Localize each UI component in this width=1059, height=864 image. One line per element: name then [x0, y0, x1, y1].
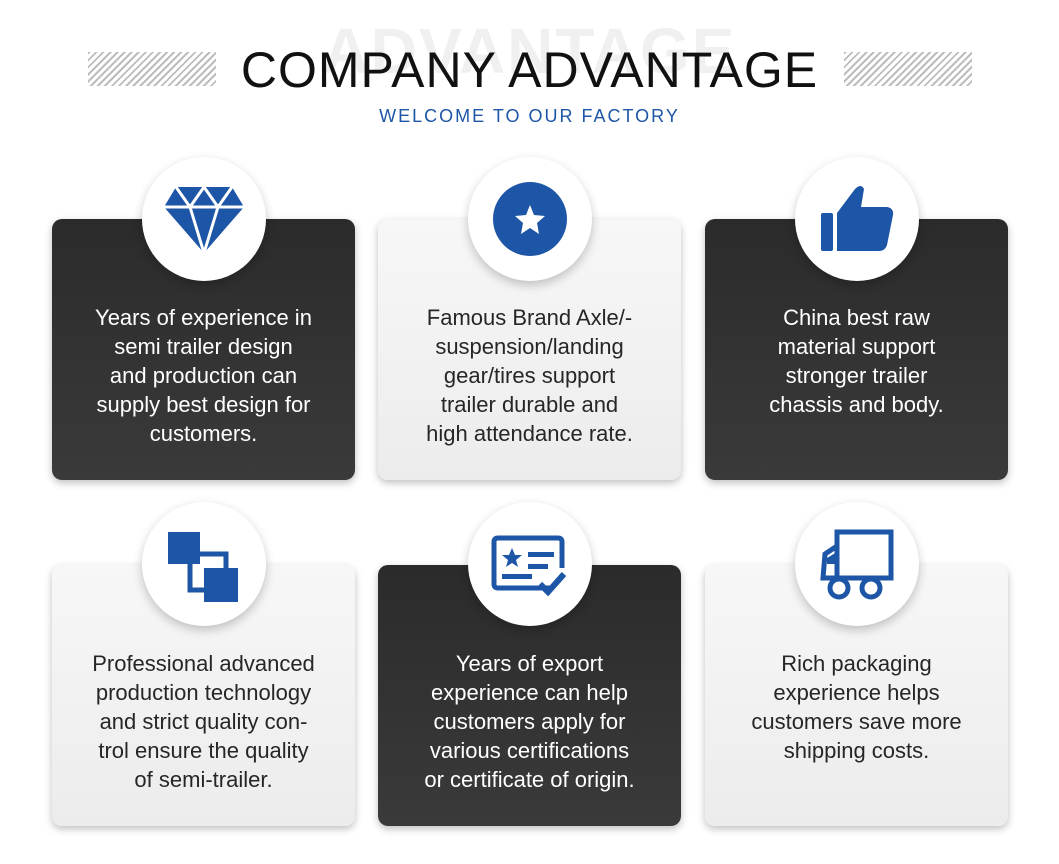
- card-text: China best raw material support stronger…: [769, 305, 944, 417]
- overlapping-squares-icon-badge: [142, 502, 266, 626]
- star-badge-icon-badge: [468, 157, 592, 281]
- card-text: Rich packaging experience helps customer…: [751, 651, 962, 763]
- page-subtitle: WELCOME TO OUR FACTORY: [379, 106, 680, 126]
- card-text: Years of export experience can help cust…: [424, 651, 635, 792]
- advantage-card-technology: Professional advanced production technol…: [52, 565, 355, 826]
- truck-icon-badge: [795, 502, 919, 626]
- hatch-decoration-left: [88, 52, 216, 86]
- certificate-icon: [491, 535, 567, 597]
- star-badge-icon: [493, 182, 567, 256]
- card-text: Professional advanced production technol…: [92, 651, 315, 792]
- card-text: Famous Brand Axle/- suspension/landing g…: [426, 305, 633, 446]
- overlapping-squares-icon: [168, 532, 238, 602]
- diamond-icon: [164, 184, 244, 259]
- title-watermark: ADVANTAGE: [322, 15, 737, 87]
- card-text: Years of experience in semi trailer desi…: [95, 305, 312, 446]
- diamond-icon-badge: [142, 157, 266, 281]
- hatch-decoration-right: [844, 52, 972, 86]
- certificate-icon-badge: [468, 502, 592, 626]
- thumbs-up-icon-badge: [795, 157, 919, 281]
- page-title: COMPANY ADVANTAGE: [240, 42, 819, 98]
- truck-icon: [820, 529, 894, 600]
- page-header: ADVANTAGE COMPANY ADVANTAGE WELCOME TO O…: [0, 0, 1059, 140]
- thumbs-up-icon: [821, 186, 894, 251]
